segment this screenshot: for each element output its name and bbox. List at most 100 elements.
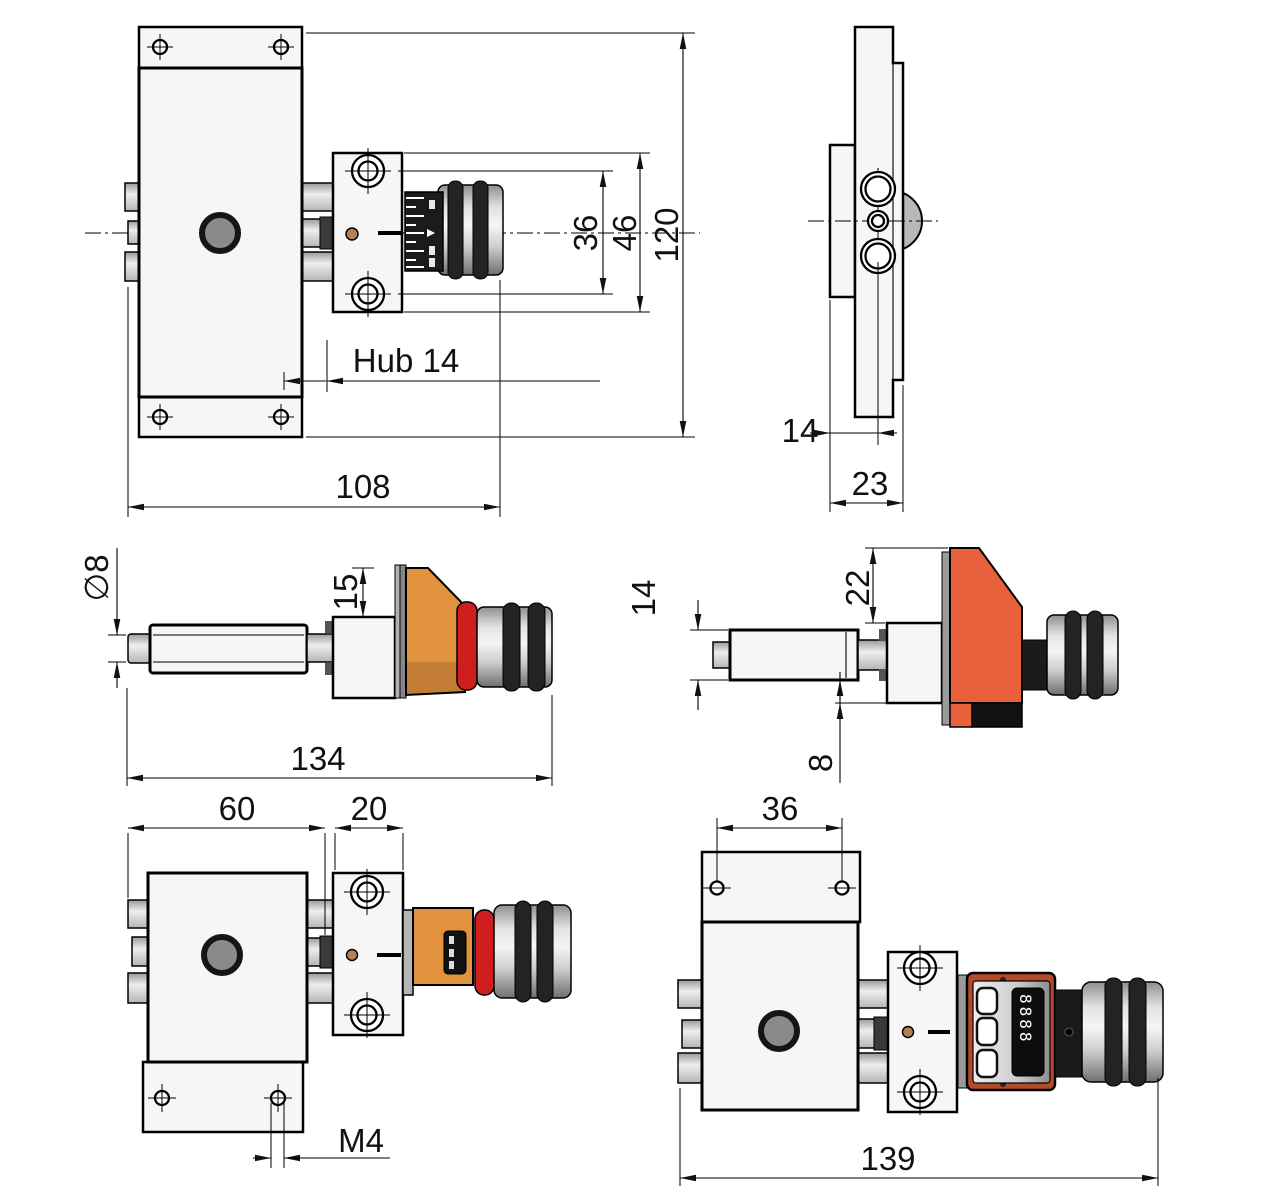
o-ring (1128, 977, 1147, 1087)
digit-mark (449, 949, 454, 957)
analog-side-view: ∅8 15 134 (78, 548, 553, 786)
pin (306, 972, 334, 1004)
pin (131, 936, 150, 967)
digital-readout-window (1011, 987, 1045, 1077)
top-view: 60 20 M4 (127, 790, 572, 1168)
guide-body (148, 623, 309, 675)
dim-front-overall-height: 120 (648, 207, 685, 262)
dimension-20: 20 (334, 790, 404, 870)
knob-cylinder (493, 904, 572, 999)
port-holes (859, 170, 897, 275)
display-top-view: 8888 36 139 (677, 790, 1164, 1186)
scale-dial (404, 191, 444, 272)
digit-mark (449, 961, 454, 969)
dimension-22: 22 (839, 547, 948, 624)
pin (127, 972, 150, 1004)
shaft-tip (712, 641, 732, 669)
knob-cylinder (1046, 614, 1119, 696)
indicator-dot (901, 1025, 915, 1039)
center-bore (201, 934, 243, 976)
shading (406, 662, 465, 695)
dim-side-depth: 23 (852, 465, 889, 502)
spacer-plate (402, 909, 414, 996)
pin (681, 1019, 704, 1049)
dimension-46: 46 (404, 152, 650, 313)
dim-shaft-diameter: ∅8 (78, 554, 115, 601)
pin (677, 1052, 704, 1084)
dimension-14: 14 (625, 580, 728, 710)
o-ring (514, 900, 532, 1003)
display-button (975, 986, 999, 1016)
red-o-ring (474, 909, 495, 996)
center-bore (758, 1010, 800, 1052)
pin (306, 899, 334, 929)
dim-display-hole-spacing: 36 (762, 790, 799, 827)
nub (325, 663, 333, 675)
nub (325, 621, 333, 633)
dim-shaft-height: 14 (625, 580, 662, 617)
dimension-139: 139 (679, 1078, 1159, 1186)
display-button (975, 1016, 999, 1047)
pin (127, 899, 150, 929)
clamp-block (331, 615, 397, 700)
dim-body-length: 60 (219, 790, 256, 827)
dimension-36: 36 (398, 170, 613, 295)
o-ring (536, 900, 554, 1003)
dimension-hub: Hub 14 (283, 340, 600, 392)
dim-front-stroke: Hub 14 (353, 342, 459, 379)
nub (879, 629, 887, 641)
dim-front-bracket-height: 46 (606, 215, 643, 252)
shaft (857, 639, 888, 671)
o-ring (527, 602, 546, 692)
o-ring (472, 180, 489, 280)
o-ring (502, 602, 521, 692)
sensor-housing (949, 547, 1023, 704)
dimension-36: 36 (716, 790, 843, 882)
o-ring (1064, 610, 1082, 700)
flange-screw-hole (147, 34, 294, 430)
guide-body (728, 628, 860, 682)
dimension-120: 120 (306, 32, 695, 438)
flange-screw-hole (703, 880, 856, 896)
spacer-plate (941, 551, 951, 726)
dim-analog-length: 134 (290, 740, 345, 777)
bracket-screw (345, 148, 391, 317)
pin (857, 979, 889, 1009)
dim-thread-size: M4 (338, 1122, 384, 1159)
o-ring (1104, 977, 1123, 1087)
nub (879, 669, 887, 681)
dim-display-length: 139 (860, 1140, 915, 1177)
clamp-block (885, 621, 944, 705)
dim-side-offset: 14 (782, 412, 819, 449)
dimension-23: 23 (830, 385, 904, 512)
dim-head-height: 22 (839, 570, 876, 607)
digital-readout-value: 8888 (1016, 994, 1035, 1045)
digit-mark (449, 936, 454, 944)
indicator-dot (345, 948, 359, 962)
spacer-plate (957, 974, 968, 1089)
pin (301, 251, 334, 282)
spacer-plate (394, 564, 401, 699)
bracket-screw (344, 869, 390, 1038)
threaded-section (873, 1016, 889, 1051)
pin (677, 979, 704, 1009)
indicator-dot (345, 227, 359, 241)
o-ring (1086, 610, 1104, 700)
center-bore (199, 212, 241, 254)
threaded-section (319, 935, 334, 969)
dim-head-offset: 15 (327, 574, 364, 611)
dimension-15: 15 (327, 567, 374, 617)
dimension-m4: M4 (253, 1103, 390, 1168)
sensor-side-view: 14 22 8 (625, 547, 1119, 783)
threaded-section (319, 216, 334, 250)
neck-detail (1064, 1027, 1074, 1037)
dim-base-offset: 8 (802, 754, 839, 772)
display-button (975, 1048, 999, 1079)
shaft (306, 633, 334, 663)
dimension-134: 134 (126, 688, 553, 786)
display-window (443, 930, 467, 975)
bracket-screw (897, 945, 943, 1115)
dim-front-hole-spacing: 36 (567, 215, 604, 252)
dimension-14: 14 (782, 262, 897, 512)
